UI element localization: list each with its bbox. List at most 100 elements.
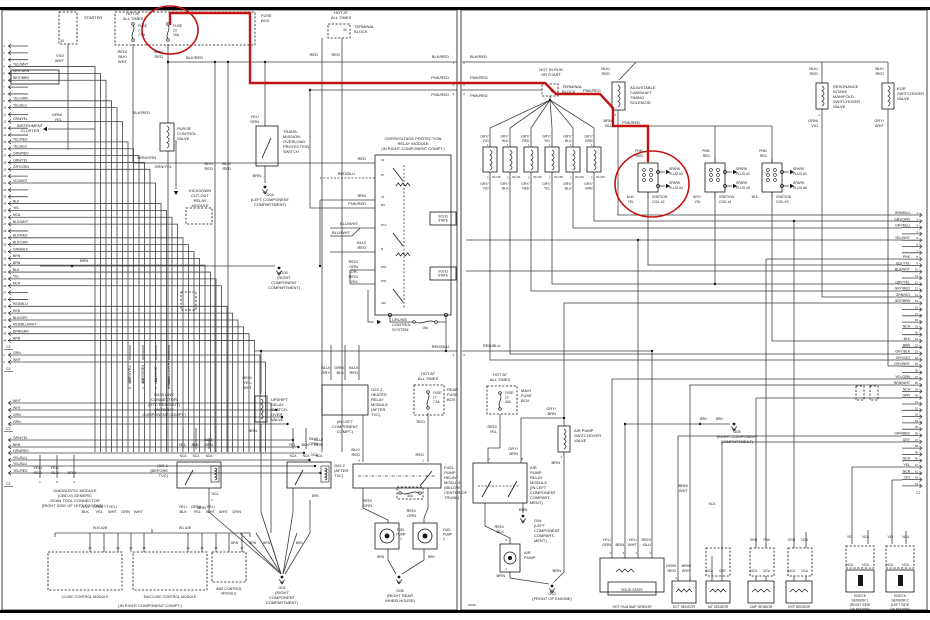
component-label: STATE [438, 219, 448, 223]
component-box [881, 82, 895, 110]
wire-label: BLK/ [875, 66, 885, 71]
component-label: GRN [309, 441, 318, 446]
component-label: YEL [193, 509, 201, 514]
component-label: VIO [811, 123, 818, 128]
wire [28, 326, 244, 452]
wire-label: GRY/ [521, 182, 529, 186]
pin-wire-label: GRN/BLK [13, 247, 29, 251]
component-label: RED [310, 52, 319, 57]
pin-number: 35 [915, 425, 919, 429]
pin-wire-label: YEL/RED [13, 138, 28, 142]
component-label: BOX [447, 397, 456, 402]
component-label: 31b [381, 301, 386, 305]
pin-bracket [8, 235, 12, 241]
pin-bracket [919, 363, 923, 369]
pin-bracket [8, 139, 12, 145]
motor-icon [422, 533, 428, 539]
wire-label: SPARK [669, 181, 681, 185]
component-label: CKP SENSOR [788, 605, 811, 609]
air-pump-relay-box [472, 462, 528, 504]
pin-bracket [919, 338, 923, 344]
component-label: NCA [902, 535, 910, 539]
component-label: 7.5A [433, 400, 440, 404]
pin-bracket [919, 326, 923, 331]
fuse-icon [131, 38, 135, 42]
pin-bracket [8, 215, 12, 220]
component-label: 30A [407, 494, 414, 498]
component-label: BLU [605, 123, 613, 128]
component-box [747, 580, 775, 604]
pin-bracket [919, 263, 923, 268]
pin-wire-label: GRY/BLU [895, 224, 910, 228]
component-label: SOLENOID [630, 100, 651, 105]
wire-label: RED/ [494, 524, 504, 529]
wire [28, 223, 178, 452]
wire [28, 285, 222, 452]
wire [28, 162, 145, 452]
pin-bracket [8, 359, 12, 365]
component-label: 1 [463, 61, 465, 65]
component-label: TVC) [159, 473, 169, 478]
coil-winding [563, 428, 567, 450]
component-label: (OBD-II) GENERIC [58, 493, 92, 498]
pin-bracket [8, 98, 12, 104]
pin-wire-label: PNK [903, 255, 911, 259]
pin-bracket [919, 426, 923, 432]
component-label: WHT [628, 542, 638, 547]
component-label: GRN [407, 513, 416, 518]
connector-marker: C2 [916, 491, 920, 495]
component-label: CAMSHAFT [630, 90, 653, 95]
component-label: 1 [635, 551, 637, 555]
ground-icon [275, 270, 283, 276]
coil-winding [572, 149, 576, 171]
wire [362, 488, 389, 523]
pin-bracket [919, 231, 923, 237]
pin-wire-label: NCA [903, 324, 911, 328]
component-label: (AFTER [334, 468, 349, 473]
pin-wire-label: GRN [13, 413, 21, 417]
component-label: DELAY [271, 402, 284, 407]
component-label: SOLID [438, 215, 448, 219]
coil-winding [166, 125, 170, 149]
pin-number: 21 [915, 337, 919, 341]
motor-icon [379, 528, 395, 544]
component-label: CONTROL [177, 131, 197, 136]
pin-bracket [8, 470, 12, 476]
motor-icon [417, 528, 433, 544]
switch-contact [507, 480, 518, 498]
wire [611, 378, 902, 558]
component-label: G06 [396, 588, 404, 593]
component-label: YEL [847, 535, 853, 539]
arrow-icon [43, 126, 47, 132]
pin-wire-label: RED/BLU/WHT [13, 323, 36, 327]
component-label: BLOCK [562, 89, 576, 94]
wire-label: INJ #5 [554, 175, 563, 179]
fuse-icon [498, 391, 502, 395]
pin-bracket [8, 105, 12, 110]
component-label: AIR PUMP [574, 428, 594, 433]
component-label: CLUSTER [21, 128, 40, 133]
injector-box [544, 146, 560, 173]
component-label: BRN [312, 494, 319, 498]
pin-bracket [919, 483, 923, 489]
wire-label: 1 [487, 143, 489, 147]
component-label: 40A [505, 400, 512, 404]
pin-bracket [8, 331, 12, 336]
wire [509, 99, 551, 147]
ground-icon [519, 518, 527, 524]
spark-terminal [780, 170, 784, 174]
component-label: NCA [862, 535, 870, 539]
component-label: COMPARTMENT) [266, 600, 299, 605]
ground-icon [521, 514, 525, 518]
component-label: GRN [602, 542, 611, 547]
component-label: NCA [706, 569, 714, 573]
wire [487, 414, 501, 463]
wire [28, 319, 239, 452]
component-label: 2 [155, 386, 157, 390]
pin-number: 8 [3, 92, 5, 96]
wire-label: RED/ [641, 537, 651, 542]
component-label: GRY [321, 370, 330, 375]
wire-label: RED/ [406, 508, 416, 513]
wire-label: SPARK [793, 167, 805, 171]
component-label: EGR [897, 86, 906, 91]
